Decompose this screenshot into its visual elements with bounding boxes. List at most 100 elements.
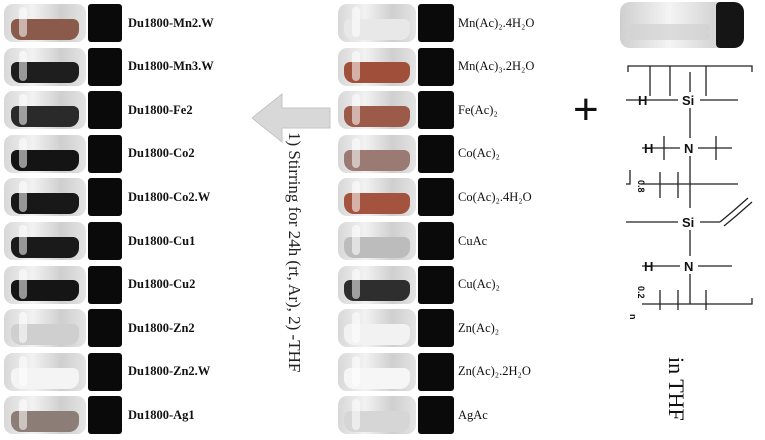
product-vial-photo [4,4,86,42]
precursor-vial-photo [338,222,416,260]
precursor-vial-cap [418,178,454,217]
precursor-glass-highlight [352,268,360,300]
reaction-arrow-icon [252,92,331,144]
precursor-row: CuAc [336,220,576,262]
product-label: Du1800-Mn3.W [128,59,214,74]
product-vial-cap [88,47,122,86]
precursor-row: Fe(Ac)₂ [336,89,576,131]
product-vial-photo [4,222,86,260]
precursor-material [344,236,410,258]
precursor-vial-photo [338,309,416,348]
product-material [10,280,80,302]
product-material [10,18,80,40]
precursor-material [344,106,410,127]
precursor-glass-highlight [352,7,360,38]
product-glass-highlight [18,268,27,300]
product-row: Du1800-Cu1 [0,220,250,262]
product-vial-photo [4,309,86,348]
precursor-glass-highlight [352,355,360,387]
precursor-glass-highlight [352,137,360,169]
n-atom-label-2: N [684,259,693,274]
solvent-label: in THF [664,357,689,421]
product-row: Du1800-Co2.W [0,176,250,218]
precursor-vial-photo [338,396,416,435]
product-label: Du1800-Fe2 [128,102,193,117]
precursor-material [344,18,410,40]
product-label: Du1800-Cu1 [128,233,196,248]
product-vial-photo [4,134,86,173]
product-vial-cap [88,4,122,42]
precursor-material [344,324,410,345]
precursor-vial-cap [418,91,454,130]
product-vial-cap [88,178,122,217]
product-material [10,411,80,433]
precursor-vial-photo [338,265,416,304]
h-atom-label-2: H [644,141,653,156]
precursor-label: Cu(Ac)₂ [458,277,500,292]
precursor-row: Co(Ac)₂.4H₂O [336,176,576,218]
reaction-conditions: 1) Stirring for 24h (rt, Ar), 2) -THF [285,132,304,373]
product-vial-photo [4,352,86,391]
product-vial-cap [88,352,122,391]
precursor-glass-highlight [352,399,360,430]
precursor-vial-cap [418,352,454,391]
precursor-row: Zn(Ac)₂ [336,307,576,349]
product-glass-highlight [18,225,27,256]
product-glass-highlight [18,94,27,125]
precursor-glass-highlight [352,181,360,212]
precursor-glass-highlight [352,94,360,125]
product-glass-highlight [18,50,27,82]
precursor-material [344,367,410,389]
precursor-vial-cap [418,309,454,348]
product-material [10,324,80,345]
product-label: Du1800-Zn2 [128,320,195,335]
product-row: Du1800-Fe2 [0,89,250,131]
thf-vial-photo [620,2,744,48]
polysilazane-structure-diagram: Si H H N Si H N 0.8 0.2 n [626,65,753,320]
precursor-row: Cu(Ac)₂ [336,264,576,306]
product-row: Du1800-Ag1 [0,394,250,436]
product-material [10,149,80,171]
h-atom-label-3: H [644,259,653,274]
precursor-label: Co(Ac)₂.4H₂O [458,189,532,204]
h-atom-label-1: H [638,93,647,108]
precursor-glass-highlight [352,50,360,82]
precursor-label: Fe(Ac)₂ [458,102,498,117]
precursor-row: Mn(Ac)₃.2H₂O [336,46,576,88]
precursor-vial-photo [338,91,416,130]
product-label: Du1800-Ag1 [128,407,195,422]
product-vial-cap [88,309,122,348]
product-label: Du1800-Co2 [128,146,195,161]
precursor-vial-cap [418,396,454,435]
product-label: Du1800-Mn2.W [128,15,214,30]
product-row: Du1800-Zn2.W [0,351,250,393]
n-atom-label-1: N [684,141,693,156]
precursor-vial-photo [338,178,416,217]
precursor-label: Zn(Ac)₂ [458,320,500,335]
product-glass-highlight [18,7,27,38]
precursor-material [344,62,410,84]
precursor-glass-highlight [352,225,360,256]
precursor-label: AgAc [458,407,488,422]
precursor-material [344,280,410,302]
si-atom-label-2: Si [682,215,694,230]
precursor-label: Zn(Ac)₂.2H₂O [458,364,531,379]
product-row: Du1800-Mn2.W [0,2,250,44]
product-row: Du1800-Mn3.W [0,46,250,88]
precursor-label: Mn(Ac)₂.4H₂O [458,15,535,30]
product-glass-highlight [18,355,27,387]
subscript-0-8: 0.8 [636,180,646,193]
subscript-n: n [628,314,638,320]
precursor-material [344,193,410,215]
precursor-material [344,411,410,433]
precursor-row: Mn(Ac)₂.4H₂O [336,2,576,44]
precursor-glass-highlight [352,312,360,343]
product-glass-highlight [18,137,27,169]
precursor-vial-photo [338,4,416,42]
product-vial-cap [88,265,122,304]
precursor-material [344,149,410,171]
product-vial-cap [88,396,122,435]
precursor-vial-cap [418,4,454,42]
